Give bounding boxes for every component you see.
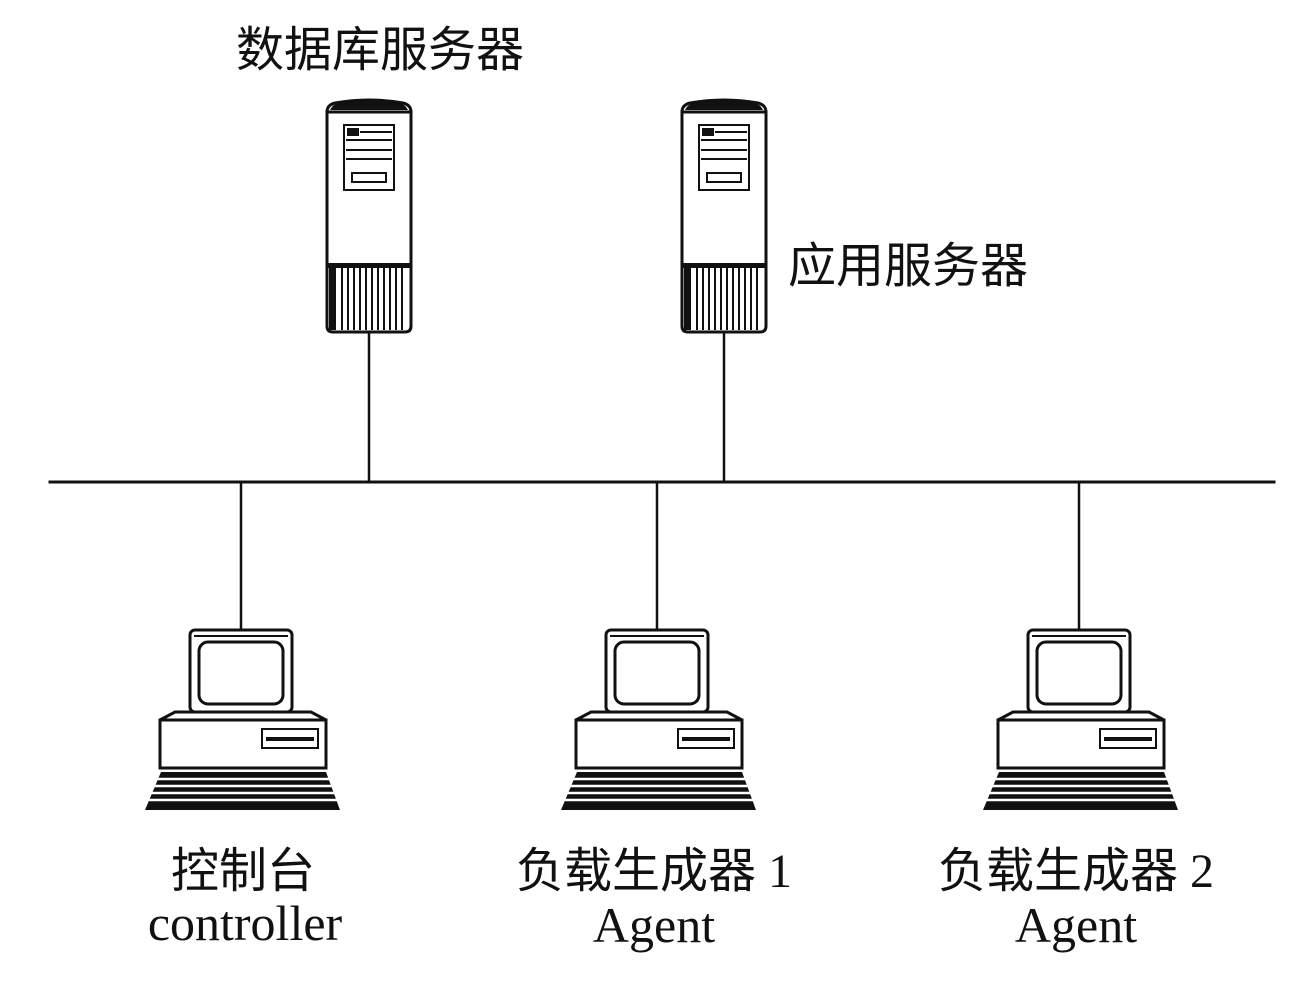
controller-label-cn: 控制台 bbox=[171, 845, 315, 898]
agent2-computer-icon bbox=[977, 628, 1181, 812]
app-server-icon bbox=[680, 98, 768, 334]
agent1-computer-icon bbox=[555, 628, 759, 812]
controller-label-en: controller bbox=[148, 895, 343, 951]
agent2-label-en: Agent bbox=[1015, 897, 1137, 953]
agent1-label-cn: 负载生成器 1 bbox=[516, 845, 792, 898]
agent1-label-en: Agent bbox=[593, 897, 715, 953]
agent2-label-cn: 负载生成器 2 bbox=[938, 845, 1214, 898]
app-server-label: 应用服务器 bbox=[788, 240, 1028, 293]
db-server-label: 数据库服务器 bbox=[236, 24, 524, 77]
controller-computer-icon bbox=[139, 628, 343, 812]
db-server-icon bbox=[325, 98, 413, 334]
